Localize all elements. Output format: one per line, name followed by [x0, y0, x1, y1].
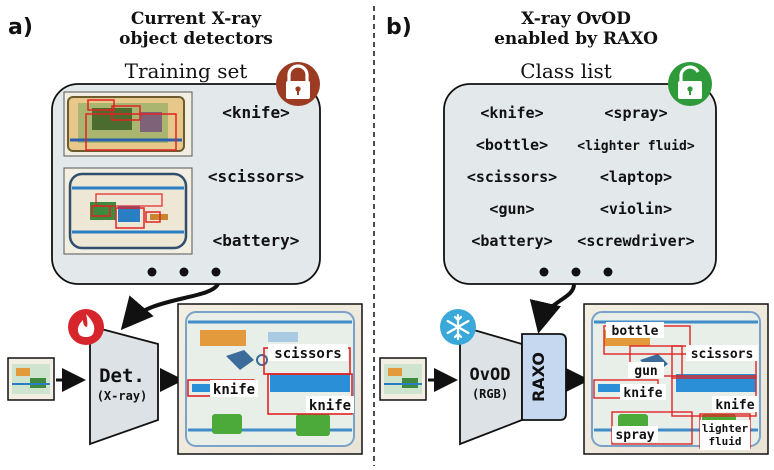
class-list-box: [443, 83, 717, 285]
detection-label-gun: gun: [628, 362, 664, 379]
detection-label-bottle: bottle: [606, 322, 664, 339]
panel-a-title-line2: object detectors: [119, 29, 273, 49]
input-xray-thumbnail-b: [379, 357, 427, 401]
detection-label-knife-b2: knife: [712, 396, 758, 413]
class-knife: <knife>: [480, 104, 543, 122]
detector-b-modality: (RGB): [472, 387, 508, 401]
svg-text:knife: knife: [309, 398, 351, 414]
raxo-module: [521, 333, 567, 421]
class-list-title: Class list: [520, 59, 612, 83]
training-class-scissors: <scissors>: [208, 167, 304, 186]
detection-label-scissors-b: scissors: [686, 345, 758, 362]
class-battery: <battery>: [471, 232, 552, 250]
detection-label-spray: spray: [612, 426, 658, 443]
closed-lock-icon: [276, 62, 320, 106]
panel-b-title-line2: enabled by RAXO: [494, 29, 658, 49]
class-screwdriver: <screwdriver>: [577, 232, 694, 250]
training-xray-image-1: [63, 91, 193, 157]
class-bottle: <bottle>: [476, 136, 548, 154]
svg-text:gun: gun: [634, 364, 657, 379]
svg-text:knife: knife: [715, 398, 754, 413]
svg-text:bottle: bottle: [612, 324, 659, 339]
training-class-knife: <knife>: [222, 103, 289, 122]
svg-text:lighter: lighter: [702, 422, 749, 435]
detector-xray-block: [89, 324, 159, 446]
training-set-title: Training set: [125, 59, 248, 83]
fire-icon: [68, 309, 104, 345]
training-set-ellipsis: [147, 267, 221, 277]
panel-a-label: a): [8, 15, 33, 40]
panel-b-title-line1: X-ray OvOD: [521, 9, 631, 29]
class-violin: <violin>: [600, 200, 672, 218]
ovod-detector-block: [459, 324, 523, 446]
svg-text:scissors: scissors: [274, 346, 341, 362]
training-to-detector-arrow: [120, 282, 220, 331]
panel-b-label: b): [386, 15, 412, 40]
detection-label-scissors-a: scissors: [268, 344, 348, 362]
detector-a-name: Det.: [99, 365, 145, 387]
class-lighter-fluid: <lighter fluid>: [577, 139, 695, 154]
detection-label-knife-b1: knife: [620, 384, 666, 401]
snowflake-icon: [440, 309, 476, 345]
detection-label-knife-a2: knife: [306, 396, 354, 414]
detection-label-lighter-fluid: lighter fluid: [700, 420, 750, 450]
panel-a-title-line1: Current X-ray: [131, 9, 262, 29]
output-xray-image-a: [177, 303, 363, 455]
class-list-ellipsis: [539, 267, 613, 277]
svg-text:knife: knife: [623, 386, 662, 401]
class-spray: <spray>: [604, 104, 667, 122]
detection-label-knife-a1: knife: [210, 380, 258, 398]
class-gun: <gun>: [489, 200, 534, 218]
training-xray-image-2: [63, 167, 193, 255]
open-lock-icon: [668, 62, 712, 106]
training-class-battery: <battery>: [213, 231, 300, 250]
input-xray-thumbnail-a: [7, 357, 55, 401]
svg-text:scissors: scissors: [691, 347, 754, 362]
detector-a-modality: (X-ray): [97, 389, 148, 403]
class-laptop: <laptop>: [600, 168, 672, 186]
class-list-to-raxo-arrow: [529, 283, 576, 334]
class-scissors: <scissors>: [467, 168, 557, 186]
svg-text:knife: knife: [213, 382, 255, 398]
svg-text:fluid: fluid: [708, 435, 741, 448]
detector-b-name: OvOD: [470, 365, 511, 385]
svg-text:spray: spray: [615, 428, 654, 443]
raxo-label: RAXO: [529, 352, 548, 402]
